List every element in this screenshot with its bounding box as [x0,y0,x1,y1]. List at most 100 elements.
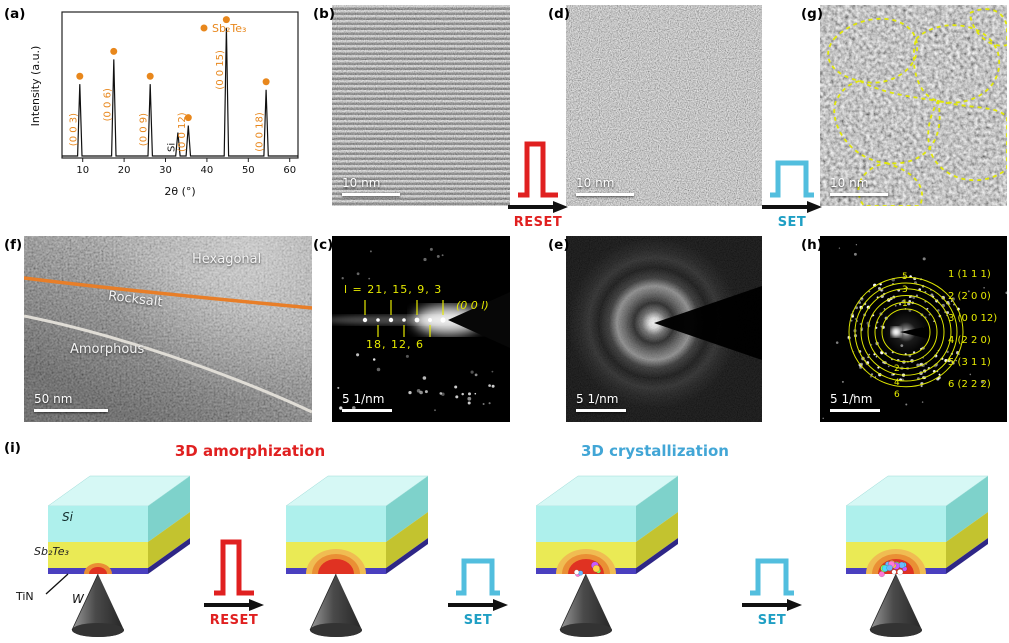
svg-text:(0 0 9): (0 0 9) [139,113,150,146]
scale-bar: 10 nm [830,177,888,196]
svg-text:4: 4 [894,378,900,388]
svg-text:(0 0 6): (0 0 6) [102,88,113,121]
cross-section-tem-panel: Hexagonal Rocksalt Amorphous 50 nm [24,236,312,422]
set-pulse-icon [770,160,814,198]
noise-overlay [332,5,510,206]
saed-crystalline-panel: l = 21, 15, 9, 3 (0 0 l) 18, 12, 6 5 1/n… [332,236,510,422]
ring-legend-item: 4 (2 2 0) [948,335,991,346]
scale-bar-label: 5 1/nm [576,392,619,406]
diffraction-spots-overlay [332,247,510,413]
noise-overlay [820,5,1007,206]
right-arrow-icon [448,599,508,611]
scale-bar-label: 50 nm [34,392,73,406]
scale-bar-line [576,193,634,196]
right-arrow-icon [508,201,568,213]
reset-label: RESET [209,613,259,628]
layer-label-sb2te3: Sb₂Te₃ [34,545,69,558]
svg-text:40: 40 [201,165,214,176]
right-arrow-icon [742,599,802,611]
panel-label-e: (e) [548,237,570,253]
scale-bar-line [830,409,880,412]
layer-label-tin: TiN [16,590,34,603]
scale-bar: 5 1/nm [830,393,880,412]
right-arrow-icon [762,201,822,213]
scale-bar-line [576,409,626,412]
scale-bar: 10 nm [342,177,400,196]
svg-text:1: 1 [902,299,908,309]
set-transition-schematic-1: SET [446,556,510,628]
svg-text:10: 10 [76,165,89,176]
panel-label-h: (h) [801,237,823,253]
l-index-lower-annotation: 18, 12, 6 [366,338,424,351]
set-label: SET [777,215,807,230]
amorphization-title: 3D amorphization [174,442,326,460]
svg-text:2θ (°): 2θ (°) [164,185,195,198]
memory-cell-stack-partial-set [535,475,679,637]
set-transition: SET [760,158,824,230]
interface-lines-overlay [24,276,312,414]
panel-label-g: (g) [801,6,824,22]
svg-text:6: 6 [894,390,900,400]
ring-legend-item: 1 (1 1 1) [948,269,991,280]
scale-bar-label: 10 nm [830,176,869,190]
memory-cell-stack-after-set [845,475,989,637]
svg-text:(0 0 18): (0 0 18) [255,112,266,152]
scale-bar-line [342,409,392,412]
reset-pulse-icon [214,539,254,596]
tin-leader-line [45,573,69,595]
l-index-annotation: l = 21, 15, 9, 3 [344,283,443,296]
panel-label-c: (c) [313,237,334,253]
hrtem-recrystallized-panel: 10 nm [820,5,1007,206]
scale-bar-label: 10 nm [342,176,381,190]
panel-label-b: (b) [313,6,336,22]
zone-axis-annotation: (0 0 l) [456,299,489,312]
beam-stop-overlay [654,286,762,360]
scale-bar-label: 10 nm [576,176,615,190]
svg-text:50: 50 [242,165,255,176]
panel-label-f: (f) [4,237,23,253]
scale-bar-label: 5 1/nm [830,392,873,406]
memory-cell-stack-after-reset [285,475,429,637]
scale-bar: 10 nm [576,177,634,196]
ring-legend-item: 3 (0 0 12) [948,313,998,324]
svg-text:Intensity (a.u.): Intensity (a.u.) [29,46,42,127]
scale-bar: 5 1/nm [342,393,392,412]
scale-bar-line [830,193,888,196]
set-transition-schematic-2: SET [740,556,804,628]
svg-text:(0 0 15): (0 0 15) [215,50,226,90]
svg-text:2: 2 [894,364,900,374]
scale-bar-line [34,409,108,412]
saed-amorphous-panel: 5 1/nm [566,236,762,422]
svg-text:20: 20 [118,165,131,176]
right-arrow-icon [204,599,264,611]
scale-bar: 5 1/nm [576,393,626,412]
scale-bar-label: 5 1/nm [342,392,385,406]
diffraction-ring-legend: 1 (1 1 1) 2 (2 0 0) 3 (0 0 12) 4 (2 2 0)… [948,270,997,390]
svg-text:(0 0 3): (0 0 3) [68,113,79,146]
svg-text:60: 60 [283,165,296,176]
crystallization-title: 3D crystallization [581,442,729,460]
region-label-hexagonal: Hexagonal [192,252,262,267]
reset-transition: RESET [506,140,570,230]
svg-text:3: 3 [902,285,908,295]
panel-label-a: (a) [4,6,26,22]
ring-legend-item: 5 (3 1 1) [948,357,991,368]
scale-bar: 50 nm [34,393,108,412]
scale-bar-line [342,193,400,196]
panel-label-i: (i) [4,440,21,456]
reset-pulse-icon [518,141,558,198]
layer-label-si: Si [62,510,73,524]
set-pulse-icon [750,558,794,596]
set-label: SET [757,613,787,628]
svg-text:Si: Si [166,143,177,152]
grain-boundaries-overlay [827,8,1007,206]
ring-legend-item: 2 (2 0 0) [948,291,991,302]
reset-transition-schematic: RESET [202,538,266,628]
set-pulse-icon [456,558,500,596]
memory-cell-stack-initial [47,475,191,637]
svg-text:(0 0 12): (0 0 12) [177,112,188,152]
